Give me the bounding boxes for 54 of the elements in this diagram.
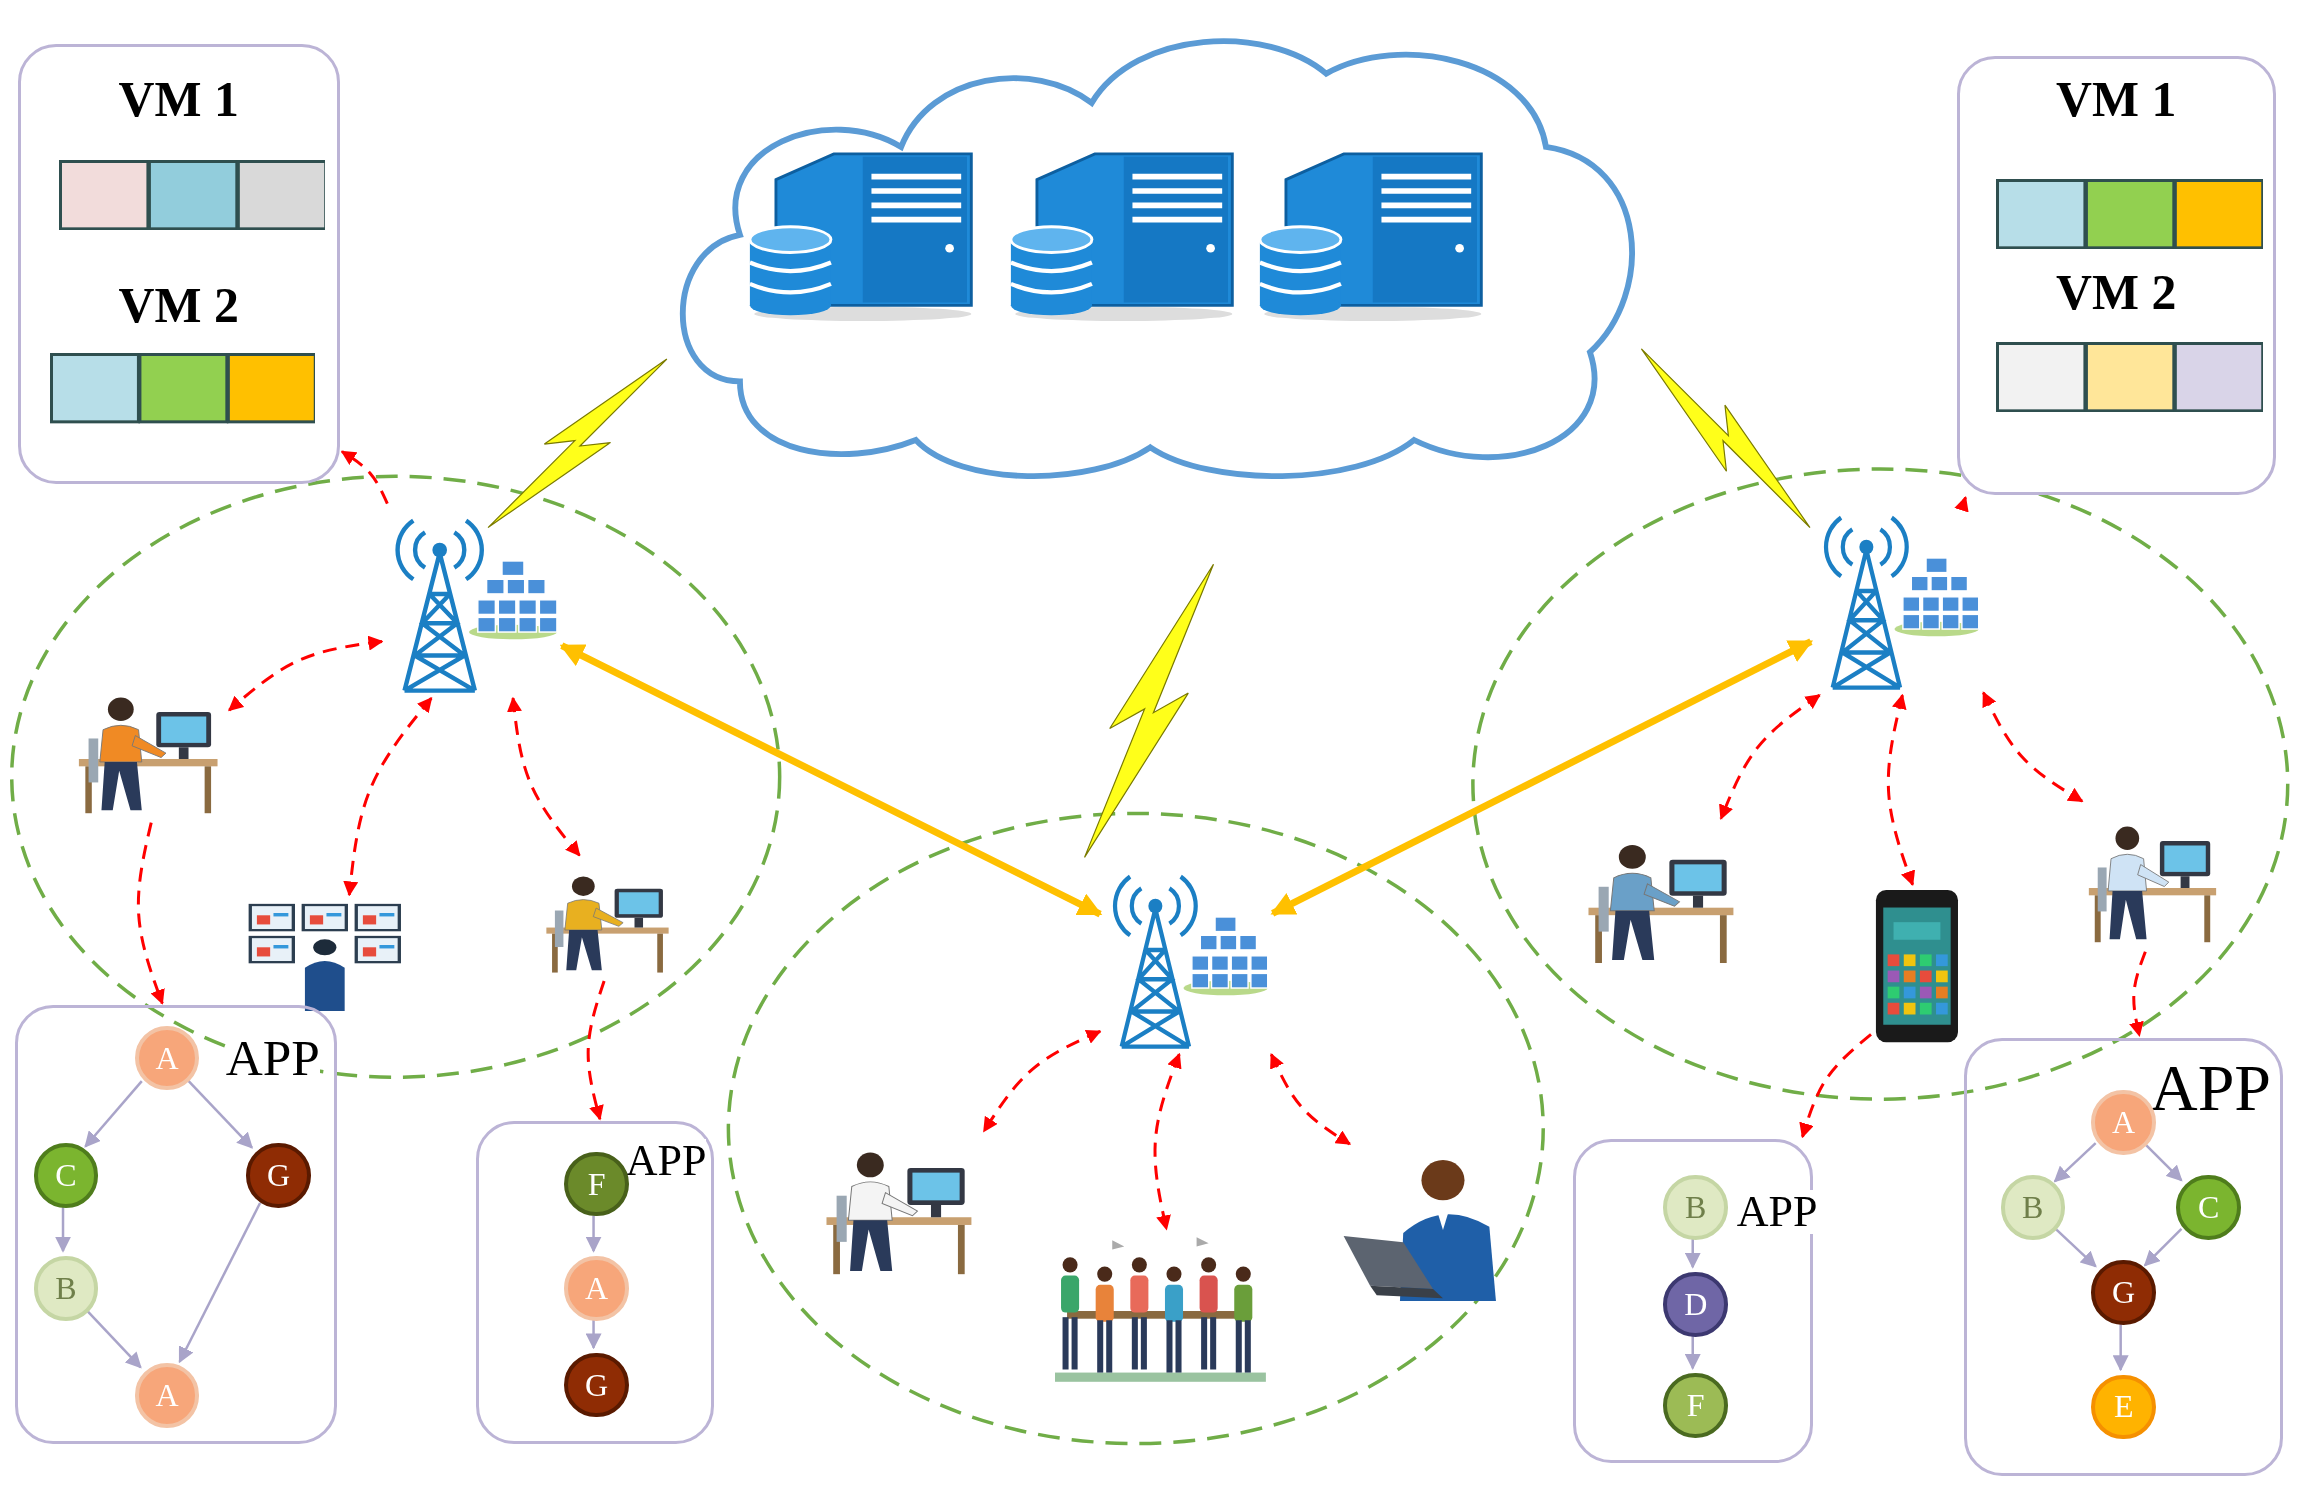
dashed-arrow — [982, 1029, 1102, 1133]
dashed-arrow — [1954, 495, 1969, 513]
task-node: A — [134, 1025, 200, 1091]
dashed-arrow — [1153, 1052, 1182, 1231]
dashed-arrow — [586, 980, 606, 1121]
task-node: B — [2000, 1175, 2066, 1240]
arrow — [55, 1206, 71, 1253]
task-node: D — [1663, 1272, 1728, 1337]
task-node: G — [2091, 1260, 2156, 1325]
task-node: C — [2176, 1175, 2241, 1240]
task-node: C — [33, 1143, 99, 1208]
vm-panel — [1956, 55, 2276, 496]
vm-label: VM 2 — [2055, 268, 2178, 319]
arrow — [2144, 1143, 2183, 1182]
vm-label: VM 1 — [117, 74, 240, 125]
arrow — [2112, 1323, 2129, 1372]
dashed-arrow — [340, 450, 389, 505]
task-node: A — [564, 1256, 629, 1321]
app-label: APP — [1736, 1190, 1818, 1235]
dashed-arrow — [228, 635, 384, 712]
task-node: B — [1663, 1175, 1728, 1240]
vm-label: VM 2 — [117, 281, 240, 332]
task-node: E — [2091, 1374, 2156, 1440]
arrow — [84, 1080, 143, 1148]
dashed-arrow — [507, 696, 581, 857]
task-node: G — [246, 1143, 311, 1208]
dashed-arrow — [2129, 951, 2147, 1038]
task-node: A — [134, 1363, 200, 1428]
arrow — [1684, 1238, 1701, 1269]
arrow — [585, 1319, 602, 1350]
double-arrow — [1270, 638, 1814, 917]
arrow — [85, 1309, 142, 1369]
app-panel — [1963, 1037, 2284, 1476]
dashed-arrow — [1269, 1052, 1352, 1146]
vm-label: VM 1 — [2055, 74, 2178, 125]
task-node: B — [33, 1256, 99, 1321]
dashed-arrow — [1799, 1033, 1872, 1139]
arrow — [2053, 1142, 2097, 1183]
double-arrow — [559, 642, 1103, 918]
dashed-arrow — [1886, 693, 1916, 887]
app-panel — [14, 1005, 338, 1444]
app-panel — [476, 1121, 714, 1444]
arrow — [2143, 1228, 2183, 1267]
dashed-arrow — [136, 822, 165, 1005]
task-node: F — [1663, 1373, 1728, 1438]
vm-panel — [17, 43, 340, 484]
dashed-arrow — [343, 697, 433, 897]
dashed-arrow — [1982, 691, 2084, 803]
arrow — [178, 1202, 262, 1364]
arrow — [1684, 1335, 1701, 1370]
arrow — [585, 1215, 602, 1253]
task-node: G — [564, 1352, 629, 1418]
dashed-arrow — [1719, 693, 1821, 821]
arrow — [186, 1079, 254, 1149]
